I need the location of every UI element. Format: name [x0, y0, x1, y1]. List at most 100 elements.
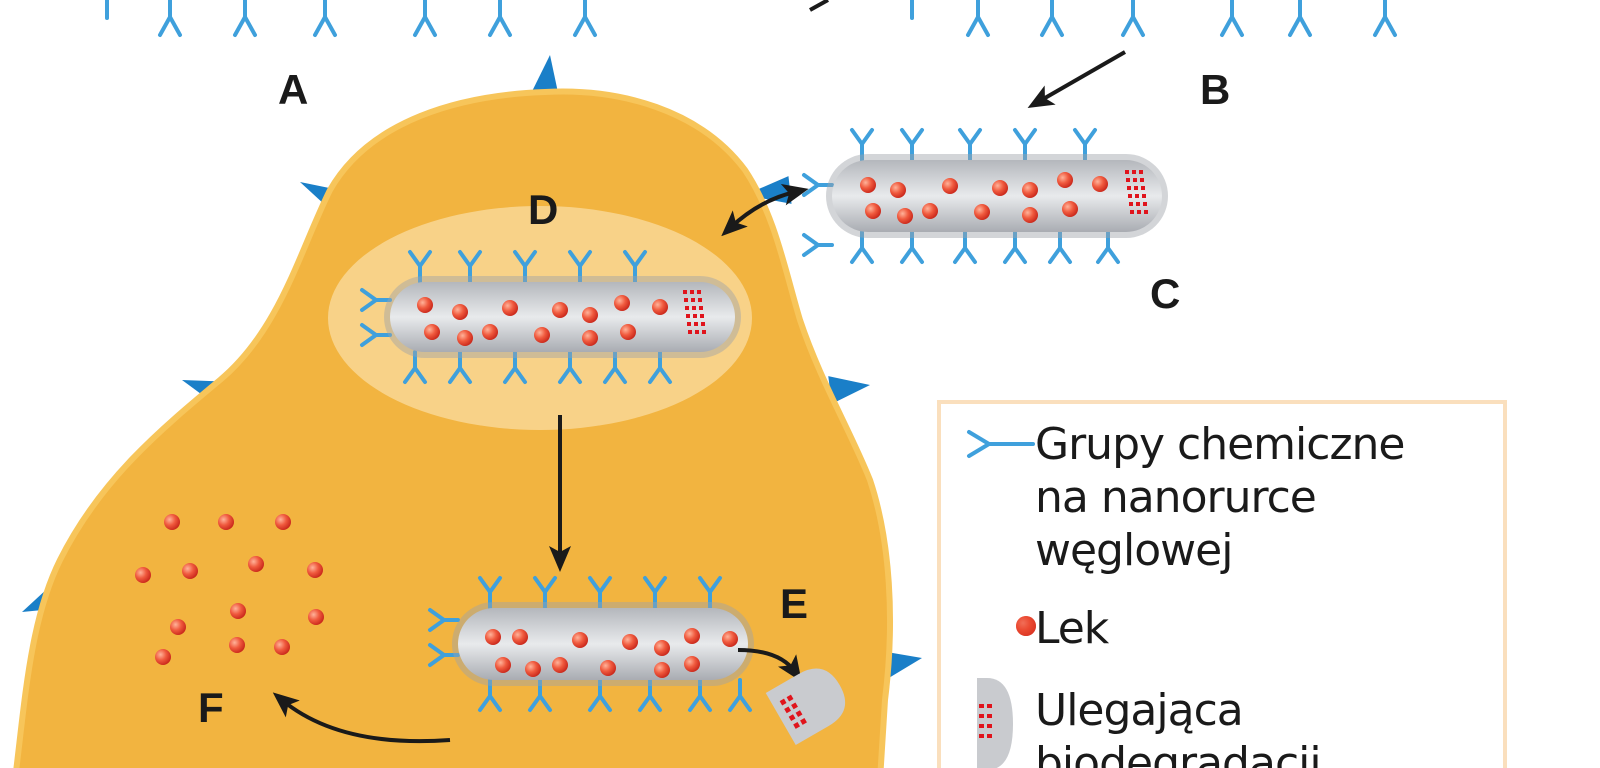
degradable-end-dot — [1128, 194, 1132, 198]
chemical-group — [966, 0, 990, 37]
degrading-tube-fragment — [765, 668, 846, 745]
degradable-end-dot — [1130, 210, 1134, 214]
chemical-group — [448, 350, 472, 384]
degradable-end-dot — [1129, 202, 1133, 206]
degradable-end-dot — [1134, 186, 1138, 190]
degradable-end-dot — [1140, 178, 1144, 182]
arrow-b-to-c — [1027, 50, 1126, 108]
chemical-group — [802, 173, 834, 197]
chemical-group — [850, 230, 874, 264]
drug-particle — [974, 204, 990, 220]
label-d: D — [528, 186, 558, 233]
legend-line: biodegradacji — [1035, 738, 1322, 768]
degradable-end-dot — [1125, 170, 1129, 174]
degradable-end-dot — [690, 290, 694, 294]
degradable-end-dot — [1135, 194, 1139, 198]
degradable-end-dot — [701, 322, 705, 326]
legend-degradable: Ulegająca biodegradacji — [1035, 684, 1322, 768]
chemical-group — [360, 323, 392, 347]
chemical-group — [698, 576, 722, 610]
drug-particle — [582, 307, 598, 323]
degradable-end-dot — [1137, 210, 1141, 214]
receptor-spike — [531, 55, 559, 97]
legend: Grupy chemiczne na nanorurce węglowej Le… — [937, 400, 1507, 768]
chemical-group — [158, 0, 182, 37]
chemical-group — [568, 250, 592, 284]
released-drug-particle — [135, 567, 151, 583]
drug-particle — [992, 180, 1008, 196]
label-c: C — [1150, 270, 1180, 317]
released-drug-particle — [164, 514, 180, 530]
chemical-group — [850, 128, 874, 162]
degradable-end-dot — [1141, 186, 1145, 190]
drug-particle — [890, 182, 906, 198]
degradable-end-dot — [702, 330, 706, 334]
degradable-end-dot — [1143, 202, 1147, 206]
drug-particle — [572, 632, 588, 648]
chemical-group — [408, 250, 432, 284]
drug-particle — [897, 208, 913, 224]
degradable-end-dot — [686, 314, 690, 318]
drug-particle — [417, 297, 433, 313]
drug-particle — [452, 304, 468, 320]
degradable-end-dot — [698, 298, 702, 302]
label-a: A — [278, 66, 308, 113]
chemical-group — [478, 678, 502, 712]
degradable-dot — [786, 694, 794, 702]
chemical-group — [958, 128, 982, 162]
drug-particle — [684, 656, 700, 672]
drug-particle — [614, 295, 630, 311]
drug-particle — [654, 662, 670, 678]
degradable-dot — [791, 702, 798, 710]
label-b: B — [1200, 66, 1230, 113]
chemical-group — [603, 350, 627, 384]
drug-particle — [1057, 172, 1073, 188]
released-drug-particle — [229, 637, 245, 653]
arrow-partial-top — [809, 0, 829, 12]
legend-line: na nanorurce — [1035, 472, 1317, 523]
drug-particle — [865, 203, 881, 219]
degradable-dot — [793, 722, 801, 729]
drug-particle — [502, 300, 518, 316]
chemical-group — [533, 576, 557, 610]
drug-particle — [495, 657, 511, 673]
degradable-dot — [800, 718, 807, 725]
degradable-end-dot — [700, 314, 704, 318]
degradable-end-dot — [1127, 186, 1131, 190]
chemical-group — [413, 0, 437, 37]
chemical-group — [1096, 230, 1120, 264]
degradable-end-dot — [1144, 210, 1148, 214]
degradable-end-dot — [694, 322, 698, 326]
released-drug-particle — [275, 514, 291, 530]
drug-particle — [582, 330, 598, 346]
chemical-group — [558, 350, 582, 384]
degradable-end-dot — [693, 314, 697, 318]
drug-particle — [552, 657, 568, 673]
drug-particle — [922, 203, 938, 219]
arrow-c-to-d — [721, 183, 809, 237]
degradable-end-dot — [697, 290, 701, 294]
cell-body — [13, 88, 893, 768]
degradable-end-dot — [685, 306, 689, 310]
degradable-end-dot — [1142, 194, 1146, 198]
arrow-e-to-f — [272, 692, 451, 744]
arrow-e-degradation — [737, 648, 802, 682]
drug-particle — [552, 302, 568, 318]
legend-line: węglowej — [1035, 525, 1233, 576]
chemical-group — [688, 678, 712, 712]
released-drug-particle — [170, 619, 186, 635]
chemical-group — [233, 0, 257, 37]
chemical-group — [623, 250, 647, 284]
degradable-dot — [788, 714, 796, 722]
degradable-end-dot — [1133, 178, 1137, 182]
chemical-group — [428, 643, 460, 667]
drug-particle — [534, 327, 550, 343]
chemical-groups — [105, 0, 1397, 712]
chemical-group — [573, 0, 597, 37]
chemical-group — [1373, 0, 1397, 37]
chemical-group — [1013, 128, 1037, 162]
nanotube-c — [826, 154, 1168, 238]
released-drug-particle — [307, 562, 323, 578]
degradable-end-dot — [691, 298, 695, 302]
